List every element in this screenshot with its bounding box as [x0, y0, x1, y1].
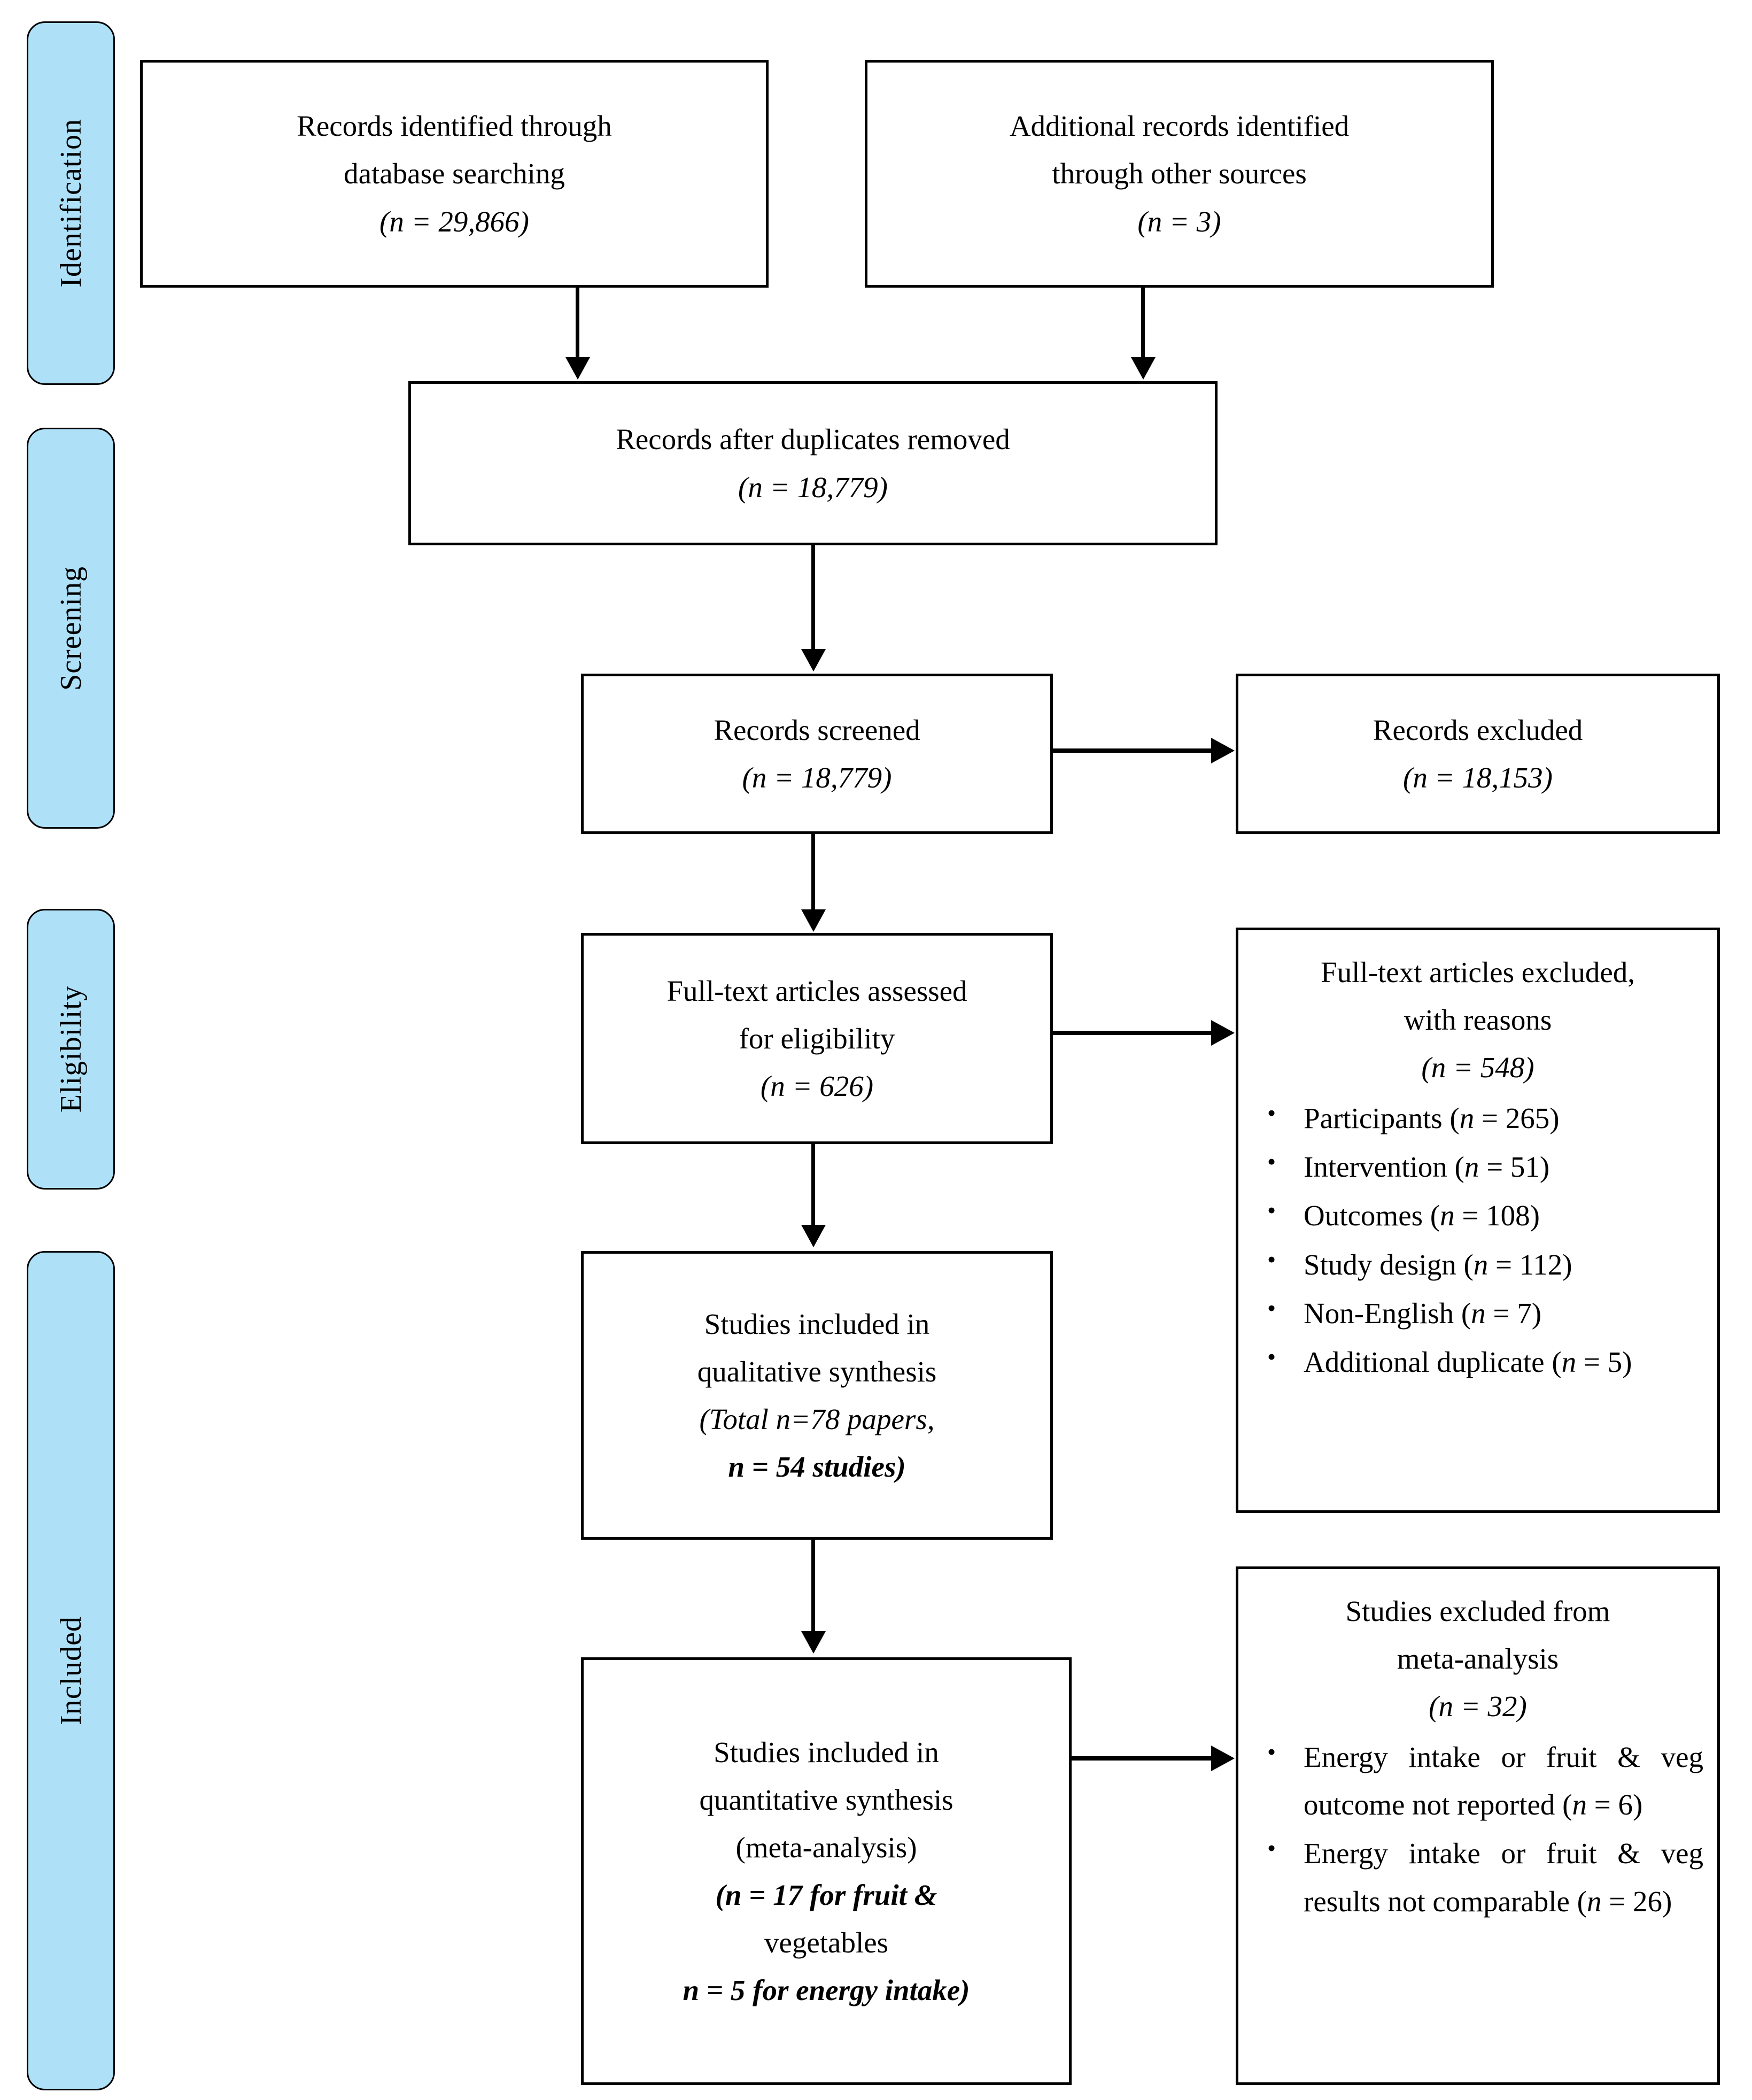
arrowhead-db-search-down: [565, 357, 590, 380]
phase-label-included: Included: [54, 1616, 88, 1725]
list-item: Participants (n = 265): [1252, 1093, 1703, 1142]
list-item: Intervention (n = 51): [1252, 1142, 1703, 1191]
connector-screened-down: [811, 834, 815, 912]
excluded-meta-line1: Studies excluded from: [1345, 1595, 1610, 1627]
qualitative-line3: (Total n=78 papers,: [699, 1403, 935, 1435]
db-search-line2: database searching: [344, 157, 565, 190]
duplicates-count: (n = 18,779): [738, 470, 888, 504]
other-sources-line1: Additional records identified: [1009, 110, 1350, 143]
box-records-excluded: Records excluded (n = 18,153): [1236, 674, 1720, 834]
quantitative-line4: (n = 17 for fruit &: [715, 1879, 937, 1911]
records-excluded-count: (n = 18,153): [1402, 761, 1553, 794]
arrowhead-fulltext-down: [801, 1225, 826, 1247]
fulltext-excluded-reason-list: Participants (n = 265) Intervention (n =…: [1252, 1093, 1703, 1387]
connector-other-sources-down: [1141, 288, 1145, 359]
fulltext-assessed-line2: for eligibility: [739, 1022, 895, 1055]
box-quantitative-synthesis: Studies included in quantitative synthes…: [581, 1657, 1072, 2085]
other-sources-line2: through other sources: [1052, 157, 1307, 190]
reason-results-not-comparable: Energy intake or fruit & veg results not…: [1304, 1837, 1703, 1918]
fulltext-assessed-line1: Full-text articles assessed: [666, 974, 967, 1007]
box-records-screened: Records screened (n = 18,779): [581, 674, 1053, 834]
reason-participants: Participants (n = 265): [1304, 1102, 1560, 1135]
quantitative-line3: (meta-analysis): [735, 1831, 917, 1864]
phase-tab-included: Included: [27, 1251, 115, 2090]
box-studies-excluded-from-meta: Studies excluded from meta-analysis (n =…: [1236, 1566, 1720, 2085]
arrowhead-qualitative-down: [801, 1631, 826, 1654]
list-item: Study design (n = 112): [1252, 1240, 1703, 1288]
list-item: Energy intake or fruit & veg results not…: [1252, 1828, 1703, 1925]
records-screened-count: (n = 18,779): [742, 761, 892, 794]
box-records-identified-database: Records identified through database sear…: [140, 60, 769, 288]
phase-label-screening: Screening: [54, 566, 88, 691]
connector-db-search-down: [576, 288, 579, 359]
qualitative-line2: qualitative synthesis: [697, 1355, 937, 1388]
reason-intervention: Intervention (n = 51): [1304, 1151, 1550, 1184]
duplicates-line1: Records after duplicates removed: [616, 423, 1010, 456]
reason-study-design: Study design (n = 112): [1304, 1248, 1572, 1281]
reason-outcome-not-reported: Energy intake or fruit & veg outcome not…: [1304, 1741, 1703, 1821]
db-search-count: (n = 29,866): [379, 205, 529, 238]
reason-outcomes: Outcomes (n = 108): [1304, 1199, 1540, 1232]
excluded-meta-line2: meta-analysis: [1397, 1642, 1559, 1676]
quantitative-line6: n = 5 for energy intake): [683, 1974, 970, 2007]
box-records-after-duplicates-removed: Records after duplicates removed (n = 18…: [408, 381, 1218, 545]
phase-label-eligibility: Eligibility: [54, 985, 88, 1113]
db-search-line1: Records identified through: [297, 110, 612, 143]
arrowhead-screened-to-excluded: [1211, 738, 1235, 763]
connector-fulltext-to-excluded: [1053, 1031, 1213, 1035]
phase-tab-eligibility: Eligibility: [27, 909, 115, 1190]
box-fulltext-excluded-with-reasons: Full-text articles excluded, with reason…: [1236, 928, 1720, 1513]
excluded-meta-reason-list: Energy intake or fruit & veg outcome not…: [1252, 1732, 1703, 1926]
list-item: Outcomes (n = 108): [1252, 1191, 1703, 1239]
qualitative-line1: Studies included in: [704, 1307, 930, 1340]
fulltext-excluded-line1: Full-text articles excluded,: [1320, 956, 1635, 989]
list-item: Energy intake or fruit & veg outcome not…: [1252, 1732, 1703, 1828]
fulltext-excluded-line2: with reasons: [1404, 1003, 1552, 1037]
box-additional-records-other-sources: Additional records identified through ot…: [865, 60, 1494, 288]
reason-additional-duplicate: Additional duplicate (n = 5): [1304, 1345, 1632, 1378]
arrowhead-quantitative-to-excluded-meta: [1211, 1746, 1235, 1771]
records-screened-line1: Records screened: [714, 713, 920, 746]
qualitative-line4: n = 54 studies): [728, 1450, 906, 1484]
phase-tab-screening: Screening: [27, 428, 115, 829]
phase-tab-identification: Identification: [27, 21, 115, 385]
connector-qualitative-down: [811, 1540, 815, 1633]
fulltext-assessed-count: (n = 626): [760, 1070, 874, 1103]
box-fulltext-assessed: Full-text articles assessed for eligibil…: [581, 933, 1053, 1144]
connector-quantitative-to-excluded-meta: [1072, 1756, 1213, 1761]
quantitative-line5: vegetables: [764, 1926, 889, 1959]
box-qualitative-synthesis: Studies included in qualitative synthesi…: [581, 1251, 1053, 1540]
reason-non-english: Non-English (n = 7): [1304, 1296, 1542, 1330]
list-item: Non-English (n = 7): [1252, 1288, 1703, 1337]
phase-label-identification: Identification: [54, 119, 88, 288]
list-item: Additional duplicate (n = 5): [1252, 1337, 1703, 1386]
arrowhead-duplicates-down: [801, 649, 826, 671]
fulltext-excluded-count: (n = 548): [1421, 1051, 1534, 1084]
arrowhead-other-sources-down: [1131, 357, 1156, 380]
other-sources-count: (n = 3): [1137, 205, 1221, 238]
arrowhead-fulltext-to-excluded: [1211, 1020, 1235, 1046]
quantitative-line1: Studies included in: [714, 1735, 939, 1769]
quantitative-line2: quantitative synthesis: [699, 1783, 953, 1816]
connector-screened-to-excluded: [1053, 748, 1213, 753]
records-excluded-line1: Records excluded: [1373, 713, 1583, 746]
arrowhead-screened-down: [801, 909, 826, 932]
excluded-meta-count: (n = 32): [1429, 1690, 1527, 1723]
connector-fulltext-down: [811, 1144, 815, 1227]
connector-duplicates-down: [811, 545, 815, 651]
